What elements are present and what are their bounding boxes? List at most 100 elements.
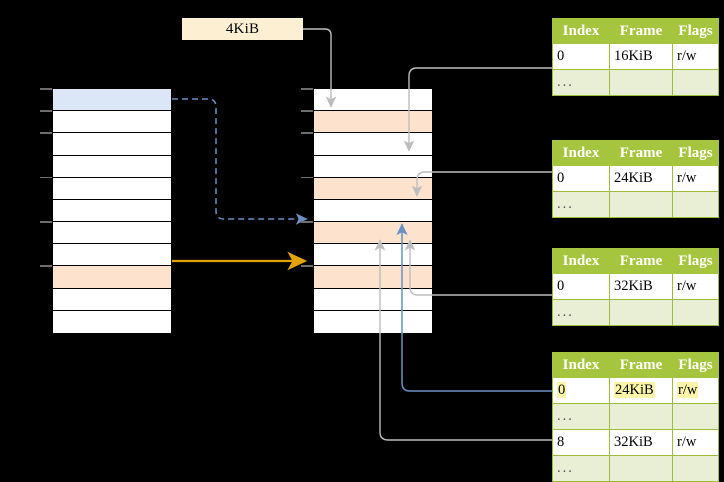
tick-mark <box>301 221 313 223</box>
cell-flags: r/w <box>672 273 719 300</box>
column-header-frame: Frame <box>609 248 673 274</box>
cell-flags <box>672 455 719 482</box>
cell-frame: 32KiB <box>609 429 673 456</box>
highlighted-value: r/w <box>677 382 699 398</box>
physical-row-6 <box>314 222 432 245</box>
tick-mark <box>301 265 313 268</box>
column-header-frame: Frame <box>609 352 673 378</box>
cell-index: ... <box>552 455 610 482</box>
column-header-index: Index <box>552 352 610 378</box>
tick-mark <box>301 132 313 134</box>
column-header-flags: Flags <box>672 352 719 378</box>
cell-frame: 24KiB <box>609 165 673 192</box>
cell-flags: r/w <box>672 377 719 404</box>
physical-row-5 <box>314 199 432 223</box>
column-header-index: Index <box>552 140 610 166</box>
column-header-flags: Flags <box>672 248 719 274</box>
cell-frame <box>609 191 673 218</box>
cell-index: ... <box>552 403 610 430</box>
cell-frame <box>609 69 673 96</box>
column-header-index: Index <box>552 18 610 44</box>
tick-mark <box>40 221 52 223</box>
column-header-frame: Frame <box>609 18 673 44</box>
cell-index: 8 <box>552 429 610 456</box>
table-row[interactable]: ... <box>552 455 719 482</box>
physical-row-10 <box>314 310 432 333</box>
virtual-row-6 <box>53 222 171 245</box>
virtual-row-3 <box>53 155 171 178</box>
table-row[interactable]: 0 24KiB r/w <box>552 377 719 404</box>
column-header-flags: Flags <box>672 140 719 166</box>
table-row[interactable]: ... <box>552 299 719 326</box>
column-header-frame: Frame <box>609 140 673 166</box>
cell-index: ... <box>552 191 610 218</box>
physical-row-9 <box>314 288 432 311</box>
tick-mark <box>40 132 52 134</box>
tick-mark <box>301 88 313 90</box>
cell-frame: 24KiB <box>609 377 673 404</box>
cell-flags <box>672 299 719 326</box>
highlighted-value: 0 <box>557 382 567 398</box>
physical-memory-column <box>313 88 433 333</box>
table-row[interactable]: ... <box>552 403 719 430</box>
tick-mark <box>40 88 52 90</box>
physical-row-7 <box>314 244 432 267</box>
physical-row-8 <box>314 266 432 289</box>
cell-index: ... <box>552 299 610 326</box>
physical-row-4 <box>314 177 432 200</box>
cell-flags <box>672 403 719 430</box>
tick-mark <box>40 110 52 112</box>
physical-row-3 <box>314 155 432 178</box>
virtual-row-1 <box>53 111 171 134</box>
tick-mark <box>40 265 52 268</box>
virtual-address-column <box>52 88 172 333</box>
cell-frame <box>609 299 673 326</box>
cell-flags: r/w <box>672 165 719 192</box>
cell-index: 0 <box>552 43 610 70</box>
physical-row-2 <box>314 133 432 156</box>
cell-index: ... <box>552 69 610 96</box>
cell-index: 0 <box>552 165 610 192</box>
table-row[interactable]: ... <box>552 69 719 96</box>
cell-frame <box>609 455 673 482</box>
page-size-label: 4KiB <box>182 18 303 40</box>
column-header-flags: Flags <box>672 18 719 44</box>
tick-mark <box>301 176 313 179</box>
cell-flags: r/w <box>672 429 719 456</box>
virtual-row-0 <box>53 89 171 112</box>
cell-flags: r/w <box>672 43 719 70</box>
virtual-row-7 <box>53 244 171 267</box>
cell-index: 0 <box>552 377 610 404</box>
virtual-row-5 <box>53 199 171 223</box>
virtual-row-2 <box>53 133 171 156</box>
cell-flags <box>672 191 719 218</box>
cell-index: 0 <box>552 273 610 300</box>
virtual-row-4 <box>53 177 171 200</box>
highlighted-value: 24KiB <box>614 382 655 398</box>
virtual-row-8 <box>53 266 171 289</box>
cell-frame: 32KiB <box>609 273 673 300</box>
virtual-row-10 <box>53 310 171 333</box>
tick-mark <box>301 110 313 112</box>
table-row[interactable]: ... <box>552 191 719 218</box>
cell-flags <box>672 69 719 96</box>
physical-row-0 <box>314 89 432 112</box>
tick-mark <box>40 176 52 179</box>
column-header-index: Index <box>552 248 610 274</box>
cell-frame <box>609 403 673 430</box>
cell-frame: 16KiB <box>609 43 673 70</box>
physical-row-1 <box>314 111 432 134</box>
